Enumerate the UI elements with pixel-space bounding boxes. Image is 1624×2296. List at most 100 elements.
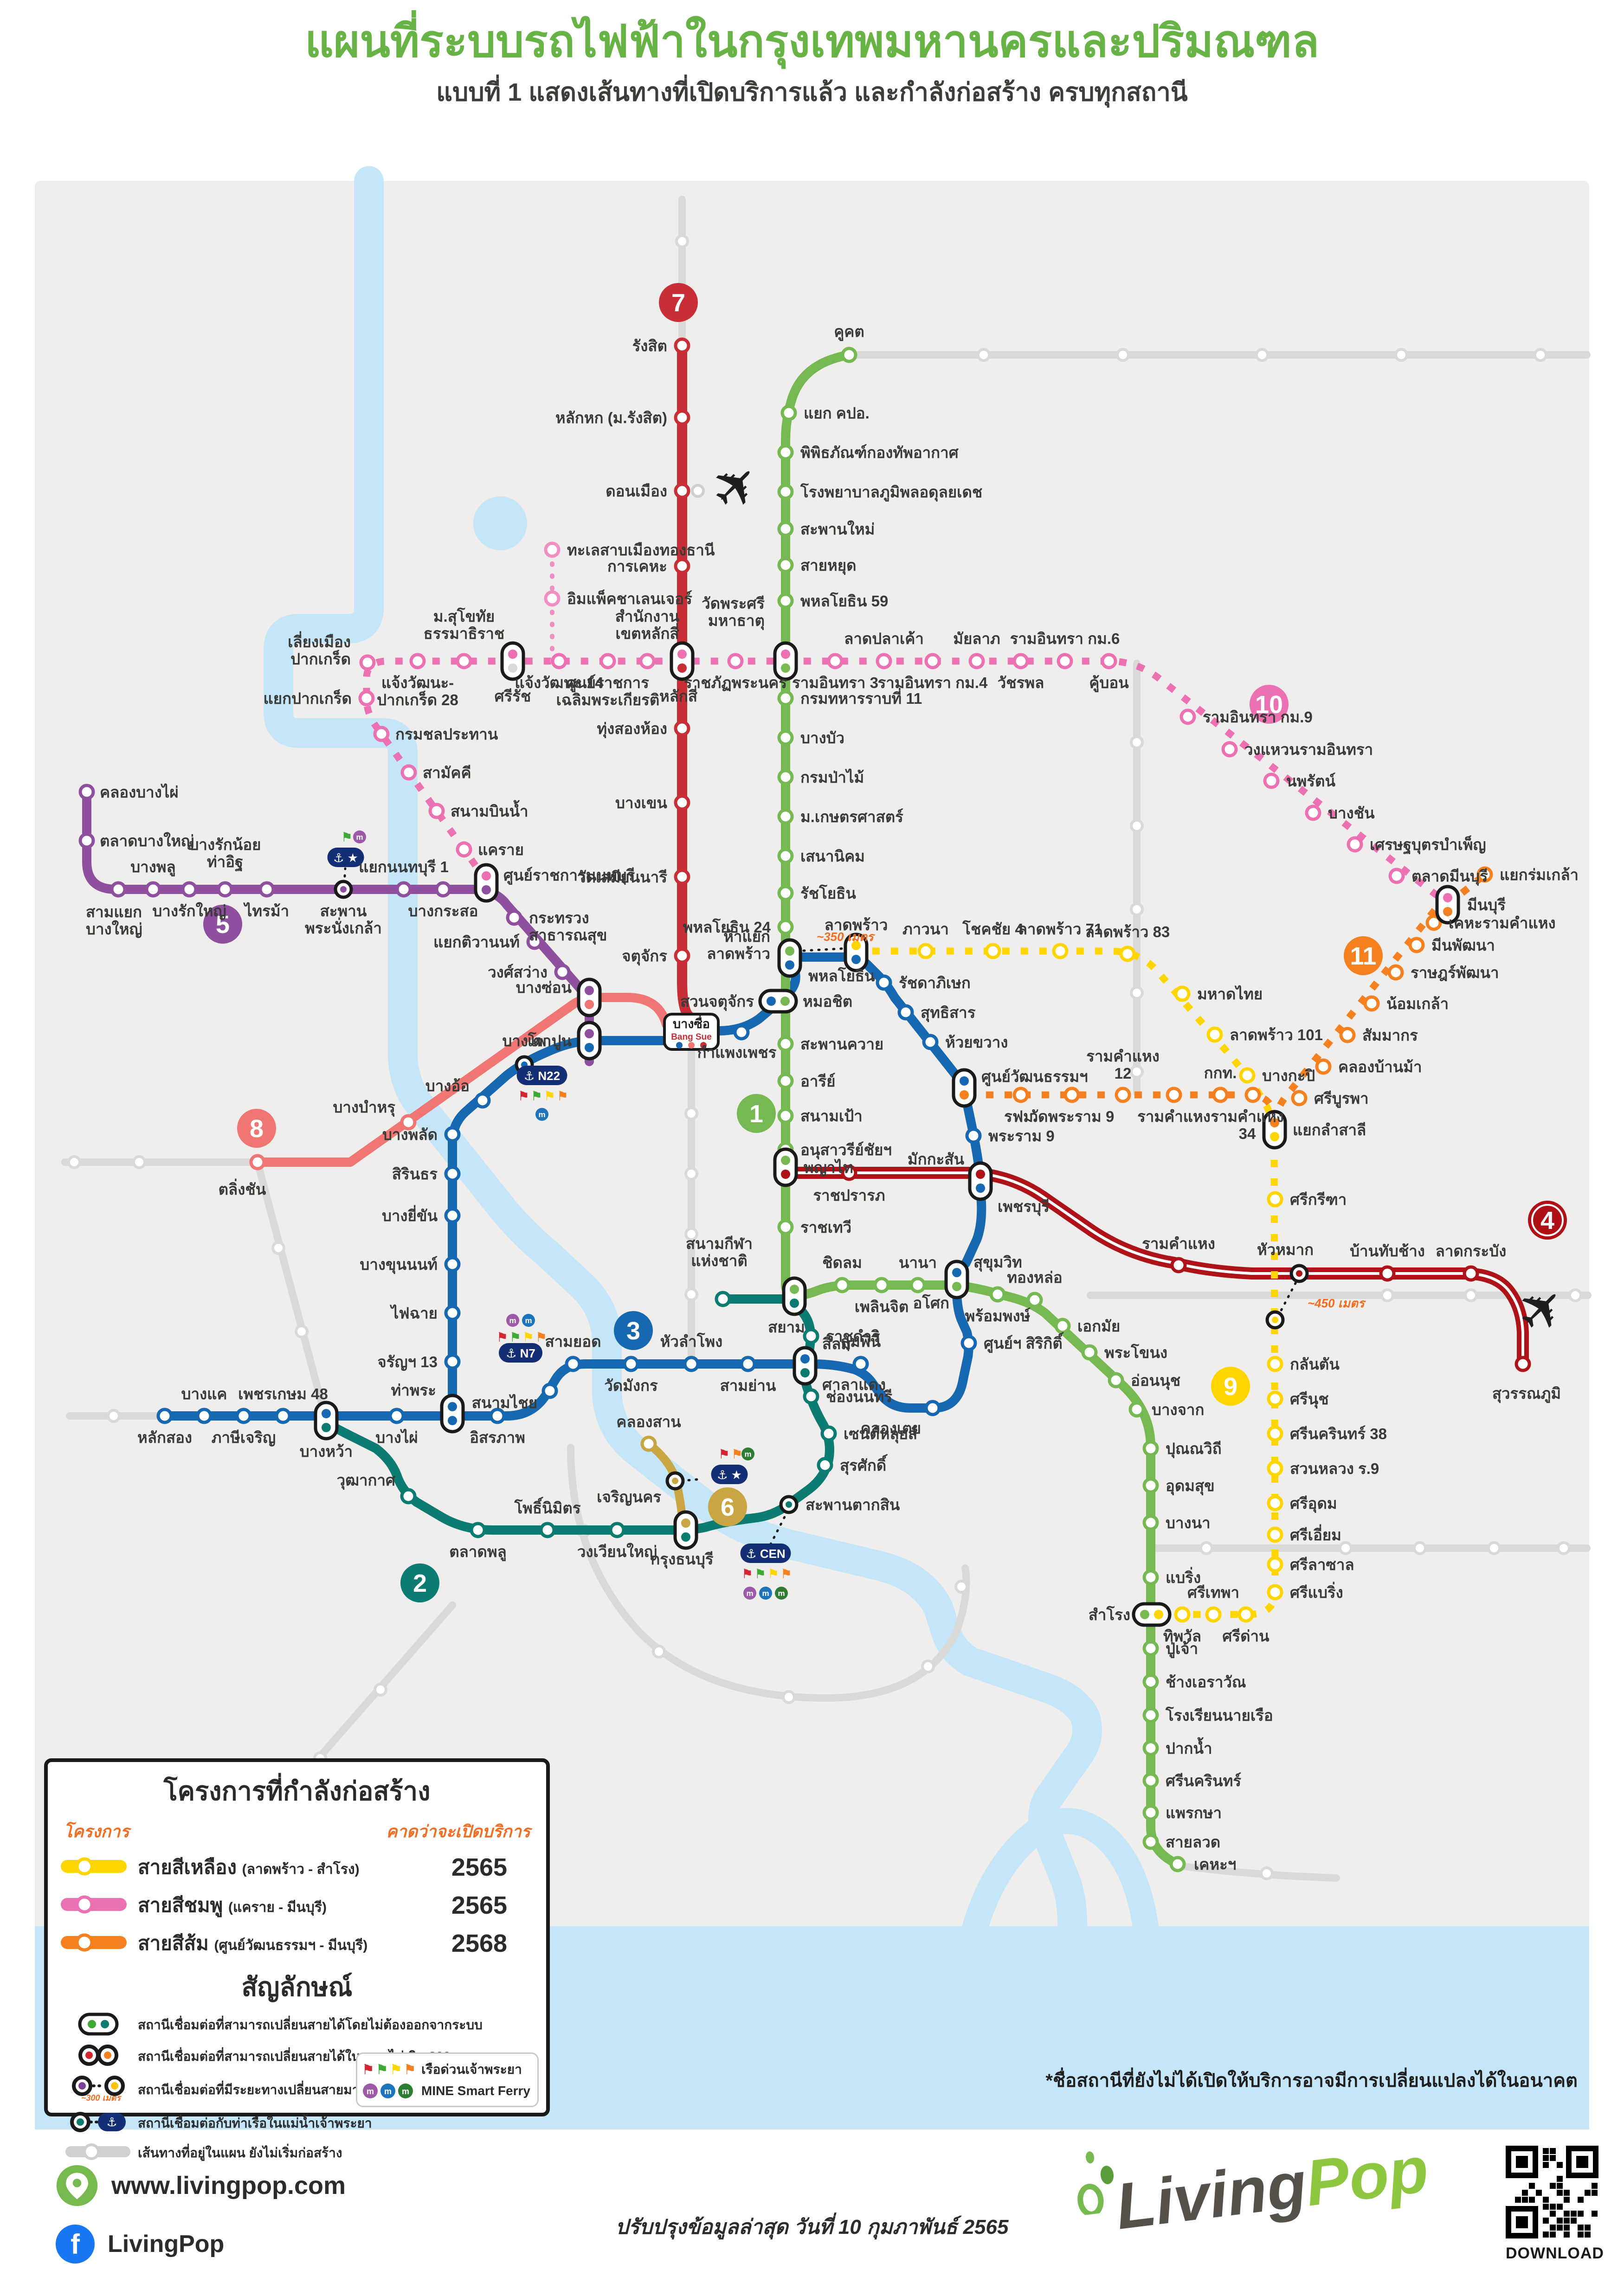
station-dot — [565, 1356, 581, 1372]
qr-module — [1543, 2162, 1549, 2168]
future-station-dot — [67, 1155, 81, 1169]
station-dot — [395, 881, 412, 898]
interchange-capsule — [1435, 885, 1460, 925]
station-dot — [777, 1107, 794, 1124]
station-label: ลาดกระบัง — [1436, 1242, 1507, 1260]
station-label: มัยลาภ — [953, 630, 1000, 647]
station-dot — [733, 1024, 750, 1041]
station-label: น้อมเกล้า — [1386, 995, 1449, 1012]
lake — [473, 496, 527, 550]
station-dot — [1142, 1707, 1159, 1724]
legend-symbols-title: สัญลักษณ์ — [241, 1972, 353, 2001]
interchange-dot — [800, 1354, 810, 1363]
legend-col-project: โครงการ — [64, 1822, 129, 1841]
ferry-flag-icon: ⚑ — [754, 1567, 766, 1581]
station-label: ศรีอุดม — [1290, 1495, 1337, 1513]
station-label: อิมแพ็คชาเลนเจอร์ — [567, 589, 692, 607]
future-station-dot — [652, 1645, 666, 1659]
qr-module — [1529, 2197, 1535, 2203]
station-dot — [1205, 1606, 1222, 1623]
station-dot — [1142, 1514, 1159, 1531]
station-dot — [444, 1207, 461, 1224]
line-badge-number: 10 — [1255, 691, 1283, 719]
station-dot — [1425, 914, 1442, 931]
qr-module — [1557, 2190, 1563, 2196]
station-dot — [1012, 1087, 1029, 1103]
station-label: เพชรบุรี — [998, 1198, 1050, 1216]
station-label: ปุณณวิถี — [1166, 1440, 1222, 1459]
line-badge — [737, 1094, 776, 1133]
station-label: นานา — [899, 1254, 937, 1271]
station-label: มหาดไทย — [1197, 985, 1263, 1003]
line-badge — [708, 1487, 747, 1526]
station-label: เคหะฯ — [1194, 1856, 1236, 1873]
interchange-dot — [585, 1000, 594, 1009]
logo-pop: Pop — [1302, 2132, 1432, 2220]
station-dot — [506, 909, 522, 926]
ferry-flag-icon: ⚑ — [731, 1447, 743, 1461]
future-station-dot — [1130, 902, 1144, 916]
station-label: บางโพ — [502, 1032, 546, 1049]
station-dot — [777, 521, 794, 537]
qr-module — [1564, 2197, 1570, 2203]
facebook-icon: f — [56, 2225, 95, 2264]
station-label: โพธิ์นิมิตร — [514, 1497, 580, 1517]
station-label: บางกะปิ — [1262, 1067, 1315, 1084]
station-dot — [544, 590, 561, 607]
station-dot — [1267, 1191, 1283, 1208]
mine-ferry-letter: m — [778, 1589, 785, 1598]
future-station-dot — [132, 1155, 146, 1169]
future-station-dot — [1116, 348, 1130, 362]
station-dot — [1052, 943, 1069, 959]
station-label: วัดมังกร — [604, 1377, 658, 1394]
station-label: กำแพงเพชร — [697, 1044, 777, 1061]
mine-ferry-icon — [353, 830, 366, 843]
station-label: เศรษฐบุตรบำเพ็ญ — [1370, 835, 1486, 855]
station-label: ดอนเมือง — [606, 482, 667, 500]
bang-sue-dot — [676, 1042, 683, 1048]
station-label: บ้านทับช้าง — [1350, 1242, 1425, 1260]
station-dot — [834, 1277, 851, 1293]
station-dot — [1263, 772, 1280, 789]
station-label: กรมทหารราบที่ 11 — [800, 688, 922, 707]
qr-module — [1557, 2176, 1563, 2182]
interchange-dot — [508, 663, 517, 673]
future-line — [1177, 1862, 1340, 1882]
line-arl-center — [789, 1171, 1524, 1364]
station-label: ทุ่งสองห้อง — [597, 720, 667, 739]
station-label: สีลม — [822, 1335, 851, 1352]
station-label: วงศ์สว่าง — [488, 964, 548, 981]
station-label: อโศก — [913, 1294, 949, 1312]
station-label: แจ้งวัฒนะ 14 — [515, 674, 604, 691]
bang-sue-dot — [688, 1042, 695, 1048]
interchange-dot — [960, 1090, 969, 1100]
station-dot — [674, 720, 690, 737]
legend-line-name: สายสีชมพู (แคราย - มีนบุรี) — [138, 1894, 327, 1916]
station-label: วัดเสมียนนารี — [577, 868, 667, 886]
qr-module — [1557, 2162, 1563, 2168]
station-label: ศูนย์วัฒนธรรมฯ — [981, 1068, 1088, 1087]
station-dot — [1267, 1526, 1283, 1543]
station-dot — [1169, 1856, 1186, 1872]
station-ring-inner — [340, 886, 347, 893]
interchange-capsule — [782, 1276, 807, 1316]
interchange-dot — [585, 986, 594, 995]
station-dot — [358, 690, 375, 707]
station-dot — [873, 1277, 890, 1293]
station-dot — [674, 482, 690, 499]
interchange-dot — [780, 997, 790, 1006]
future-station-dot — [1339, 1541, 1353, 1555]
station-label: บางยี่ขัน — [382, 1205, 438, 1224]
station-label: บางแค — [181, 1385, 227, 1402]
bang-sue-dot — [700, 1042, 707, 1048]
mine-ferry-icon — [522, 1314, 535, 1327]
station-dot — [1267, 1356, 1283, 1372]
station-label: กรมชลประทาน — [395, 726, 498, 743]
station-label: แบริ่ง — [1166, 1567, 1201, 1586]
line-badge — [1344, 936, 1383, 975]
qr-module — [1585, 2190, 1591, 2196]
station-dot — [1339, 1027, 1356, 1043]
footer: www.livingpop.com f LivingPop ปรับปรุงข้… — [0, 2132, 1624, 2296]
interchange-dot — [448, 1416, 457, 1425]
station-label: รามอินทรา กม.4 — [878, 674, 988, 691]
